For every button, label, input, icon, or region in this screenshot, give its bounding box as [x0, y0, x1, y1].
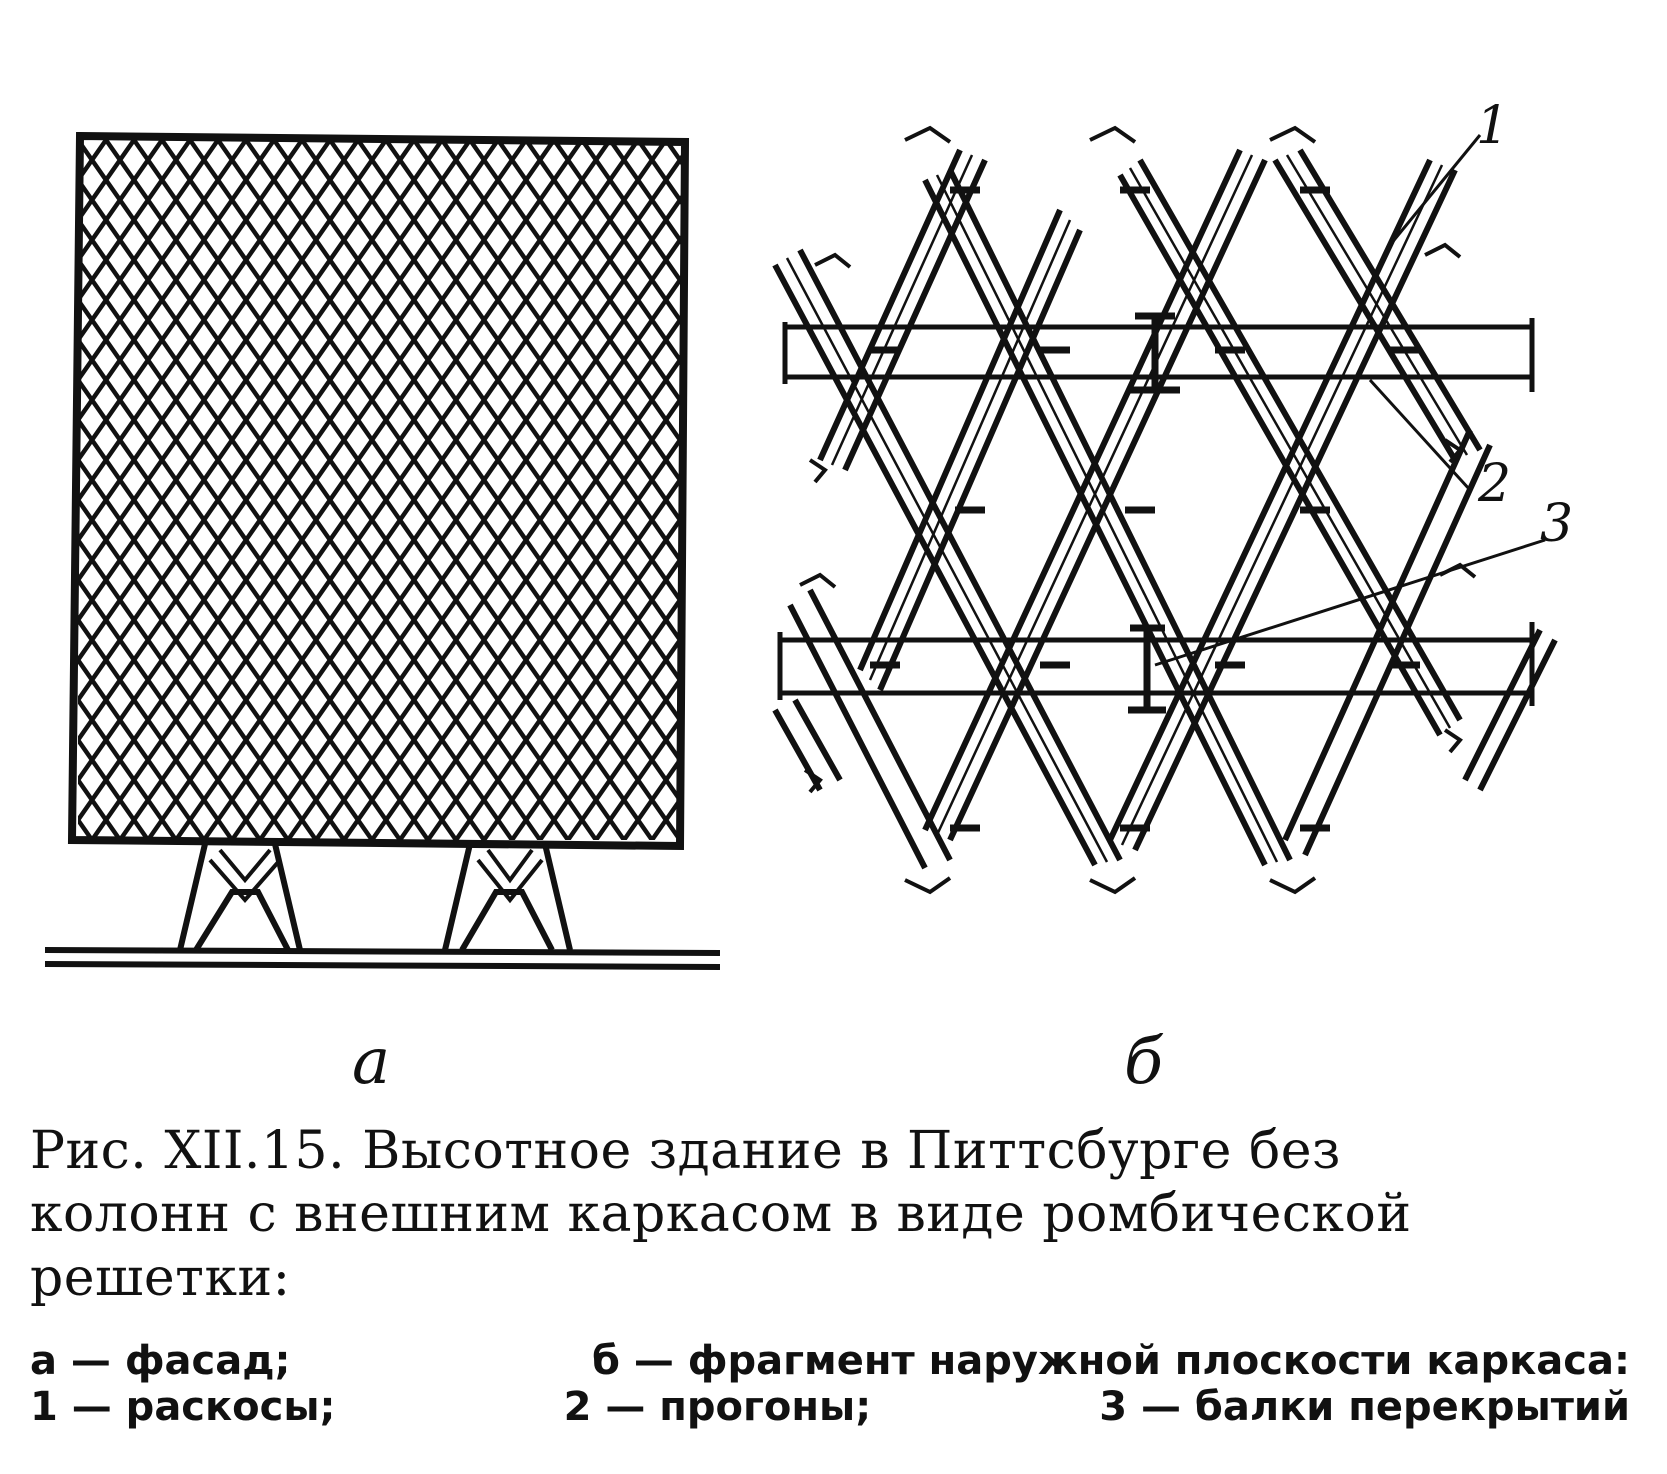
diagonal-braces — [772, 148, 1558, 870]
leader-lines — [1154, 134, 1546, 667]
callout-2: 2 — [1478, 454, 1512, 514]
ground-line — [44, 947, 721, 970]
brace-inner-lines — [785, 154, 1469, 863]
brace-nodes — [870, 186, 1420, 832]
legend-item-floor-beams: 3 — балки перекрытий — [1099, 1384, 1630, 1431]
facade-outline — [67, 131, 690, 851]
legend-row: 1 — раскосы; 2 — прогоны; 3 — балки пере… — [30, 1384, 1630, 1430]
caption-legend: а — фасад; б — фрагмент наружной плоскос… — [30, 1338, 1630, 1430]
panel-label-a: а — [352, 1025, 391, 1099]
facade-lattice — [78, 140, 682, 840]
caption-title-line: Рис. XII.15. Высотное здание в Питтсбург… — [30, 1121, 1341, 1181]
figure-drawing — [44, 125, 1558, 970]
callout-3: 3 — [1540, 494, 1574, 554]
frame-fragment-drawing — [772, 125, 1558, 895]
caption-title-line: решетки: — [30, 1247, 291, 1308]
panel-label-b: б — [1124, 1025, 1164, 1099]
legend-row: а — фасад; б — фрагмент наружной плоскос… — [30, 1338, 1630, 1384]
figure-caption: Рис. XII.15. Высотное здание в Питтсбург… — [30, 1120, 1630, 1430]
caption-title-line: колонн с внешним каркасом в виде ромбиче… — [30, 1184, 1412, 1245]
broken-ends — [799, 125, 1477, 895]
caption-title: Рис. XII.15. Высотное здание в Питтсбург… — [30, 1120, 1630, 1310]
floor-beam-top — [1130, 312, 1180, 394]
support-right — [442, 843, 573, 952]
legend-item-braces: 1 — раскосы; — [30, 1384, 336, 1431]
floor-beam-bottom — [1128, 624, 1166, 714]
legend-item-purlins: 2 — прогоны; — [563, 1384, 872, 1431]
callout-1: 1 — [1476, 96, 1510, 156]
legend-item-fragment: б — фрагмент наружной плоскости каркаса: — [592, 1338, 1630, 1385]
legend-item-facade: а — фасад; — [30, 1338, 291, 1385]
support-left — [177, 843, 303, 952]
facade-drawing — [44, 131, 721, 970]
